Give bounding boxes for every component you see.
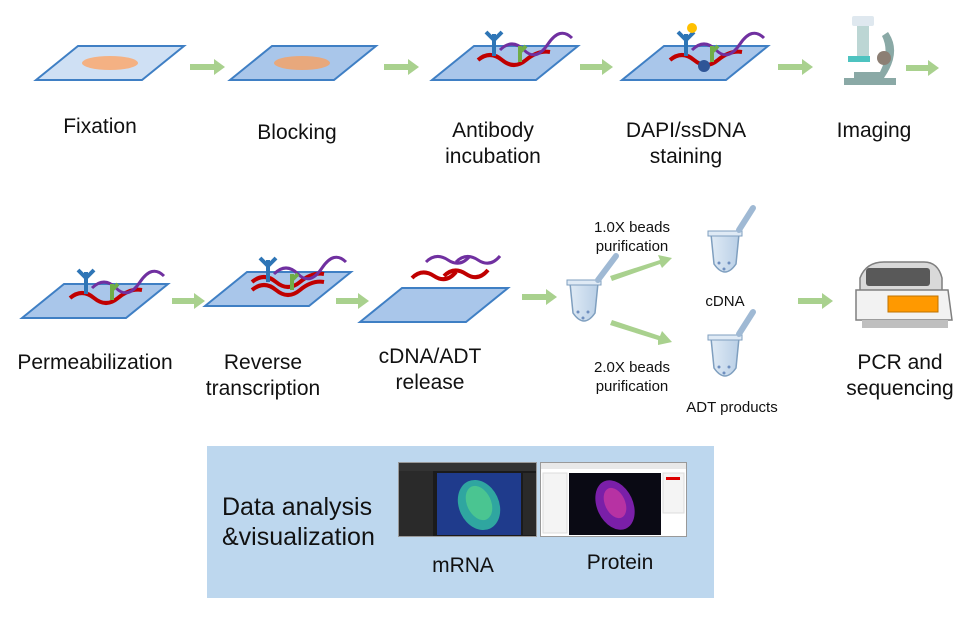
label-data-analysis-line2: &visualization	[222, 523, 375, 551]
arrows-row2	[172, 255, 833, 345]
green-marker	[518, 44, 528, 62]
label-beads-1x: 1.0X beads purification	[572, 218, 692, 256]
slide-reverse-transcription	[202, 255, 354, 307]
antibody-icon	[76, 268, 96, 294]
label-mrna: mRNA	[432, 554, 494, 577]
pcr-machine-icon	[855, 261, 953, 328]
label-reverse-transcription: Reverse transcription	[193, 350, 333, 402]
label-pcr: PCR and sequencing	[830, 350, 970, 402]
label-beads-1x-line1: 1.0X beads	[594, 219, 670, 236]
label-antibody: Antibody incubation	[423, 118, 563, 170]
label-cdna: cDNA	[705, 293, 745, 310]
label-release-line1: cDNA/ADT	[378, 345, 482, 368]
tube-icon	[707, 205, 756, 273]
slide-permeabilization	[19, 268, 171, 319]
label-antibody-line1: Antibody	[452, 119, 534, 142]
tube-icon	[566, 253, 619, 322]
slide-blocking	[227, 45, 379, 81]
label-beads-2x-line1: 2.0X beads	[594, 359, 670, 376]
label-beads-1x-line2: purification	[595, 238, 669, 255]
protein-image	[541, 463, 686, 535]
label-pcr-line1: PCR and	[857, 351, 943, 374]
label-fixation: Fixation	[63, 115, 137, 138]
label-release-line2: release	[395, 371, 465, 394]
label-rt-line2: transcription	[205, 377, 321, 400]
label-release: cDNA/ADT release	[360, 344, 500, 396]
label-data-analysis-line1: Data analysis	[222, 493, 373, 521]
purple-strand	[498, 31, 574, 57]
label-beads-2x-line2: purification	[595, 378, 669, 395]
antibody-icon	[258, 256, 278, 282]
label-protein: Protein	[586, 551, 654, 574]
label-adt-products: ADT products	[686, 399, 778, 416]
label-rt-line1: Reverse	[223, 351, 303, 374]
label-permeabilization: Permeabilization	[17, 351, 173, 374]
label-antibody-line2: incubation	[445, 145, 541, 168]
tube-icon	[707, 309, 756, 377]
microscope-icon	[844, 16, 896, 85]
antibody-icon	[484, 30, 504, 56]
label-data-analysis: Data analysis &visualization	[222, 492, 375, 552]
nucleus-dot	[698, 60, 710, 72]
protein-screenshot	[540, 462, 687, 537]
label-blocking: Blocking	[257, 121, 337, 144]
tissue-section	[274, 56, 330, 70]
arrows-row1	[190, 59, 939, 76]
mrna-image	[399, 463, 536, 536]
label-dapi: DAPI/ssDNA staining	[606, 118, 766, 170]
slide-antibody	[429, 30, 581, 81]
tissue-section	[82, 56, 138, 70]
slide-fixation	[33, 45, 187, 81]
antibody-icon	[676, 30, 696, 56]
mrna-screenshot	[398, 462, 537, 537]
dye-dot	[687, 23, 697, 33]
label-beads-2x: 2.0X beads purification	[572, 358, 692, 396]
label-dapi-line1: DAPI/ssDNA	[625, 119, 747, 142]
slide-release	[357, 254, 511, 323]
slide-dapi	[619, 23, 771, 81]
label-pcr-line2: sequencing	[846, 377, 954, 400]
label-dapi-line2: staining	[649, 145, 723, 168]
label-imaging: Imaging	[836, 119, 912, 142]
